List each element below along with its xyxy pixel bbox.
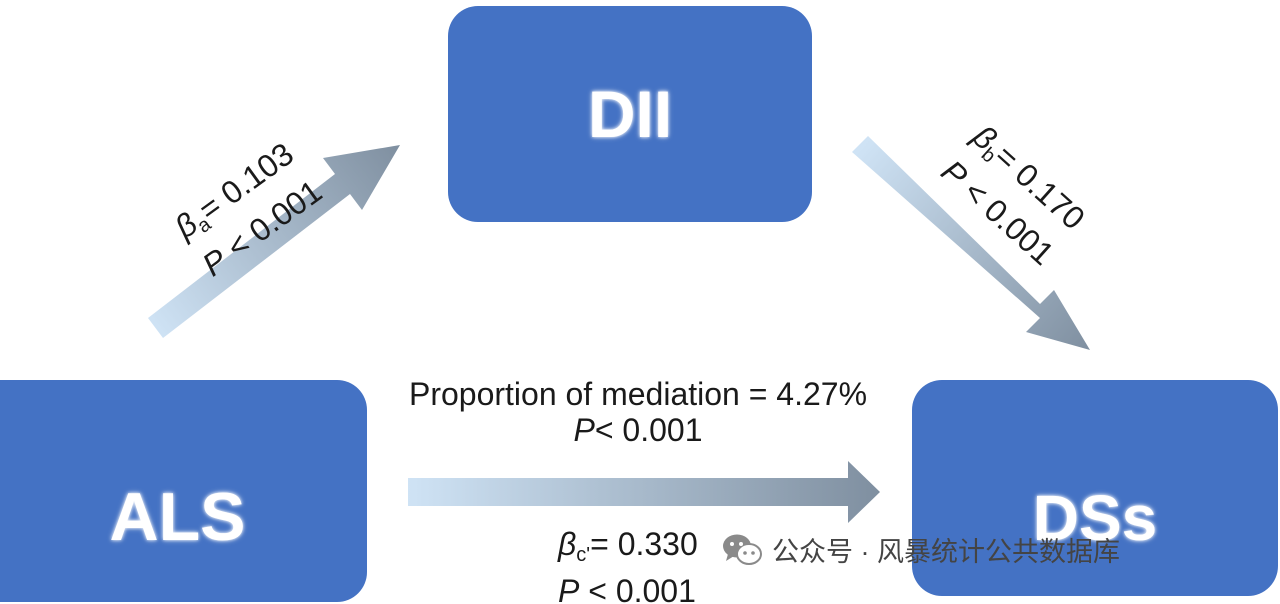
node-als-label: ALS [109, 479, 246, 555]
mediation-p: P< 0.001 [378, 412, 898, 448]
node-dii: DII [448, 6, 812, 222]
wechat-icon [723, 534, 762, 565]
path-c-p: P < 0.001 [558, 573, 698, 604]
node-als: ALS [0, 380, 367, 602]
node-dss-label: DSs [1032, 482, 1158, 554]
path-c-beta: βc'= 0.330 [558, 526, 698, 573]
beta-symbol: β [558, 526, 577, 562]
mediation-label: Proportion of mediation = 4.27% P< 0.001 [378, 376, 898, 448]
mediation-proportion: Proportion of mediation = 4.27% [408, 376, 868, 412]
p-symbol: P [573, 412, 595, 448]
beta-subscript: c' [576, 544, 591, 566]
arrow-dii-to-dss [852, 136, 1090, 350]
beta-value: = 0.330 [590, 526, 698, 562]
node-dii-label: DII [587, 77, 673, 151]
watermark-text: 公众号 · 风暴统计公共数据库 [772, 537, 1120, 567]
path-c-label: βc'= 0.330 P < 0.001 [558, 526, 698, 604]
watermark: 公众号 · 风暴统计公共数据库 [722, 530, 1120, 569]
p-value: < 0.001 [579, 573, 696, 604]
p-value: < 0.001 [594, 412, 703, 448]
p-symbol: P [558, 573, 580, 604]
arrow-als-to-dii [148, 145, 400, 338]
node-dss: DSs [912, 380, 1278, 596]
arrow-als-to-dss [408, 461, 880, 523]
